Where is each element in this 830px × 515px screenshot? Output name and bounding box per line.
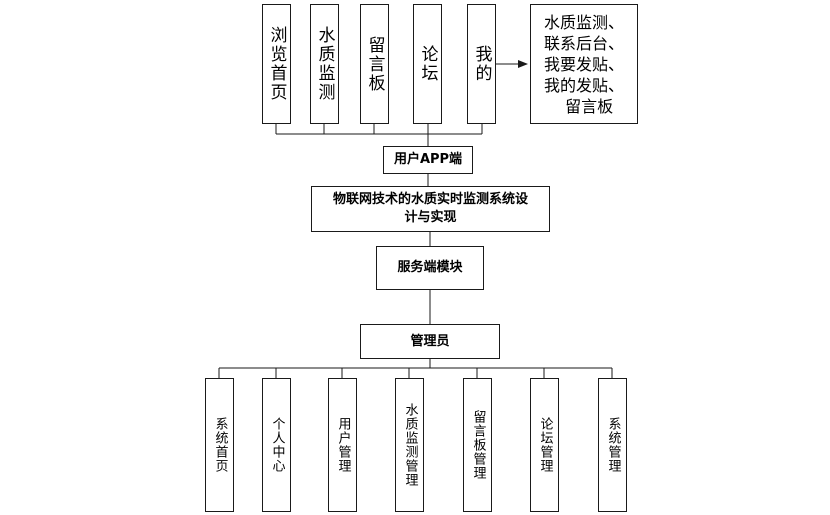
bottom-node-message-board-management: 留言板管理 bbox=[463, 378, 492, 512]
bottom-node-user-management: 用户管理 bbox=[328, 378, 357, 512]
bottom-node-system-management: 系统管理 bbox=[598, 378, 627, 512]
top-node-water-monitor: 水质监测 bbox=[310, 4, 339, 124]
bottom-node-personal-center: 个人中心 bbox=[262, 378, 291, 512]
top-node-message-board: 留言板 bbox=[360, 4, 389, 124]
server-module-node: 服务端模块 bbox=[376, 246, 484, 290]
bottom-node-forum-management: 论坛管理 bbox=[530, 378, 559, 512]
bottom-node-system-home: 系统首页 bbox=[205, 378, 234, 512]
mine-detail-node: 水质监测、 联系后台、 我要发贴、 我的发贴、 留言板 bbox=[530, 4, 638, 124]
top-node-mine: 我的 bbox=[467, 4, 496, 124]
top-node-browse-home: 浏览首页 bbox=[262, 4, 291, 124]
bottom-node-water-monitor-management: 水质监测管理 bbox=[395, 378, 424, 512]
app-node: 用户APP端 bbox=[383, 146, 473, 174]
top-node-forum: 论坛 bbox=[413, 4, 442, 124]
admin-node: 管理员 bbox=[360, 324, 500, 359]
system-node: 物联网技术的水质实时监测系统设 计与实现 bbox=[311, 186, 550, 232]
